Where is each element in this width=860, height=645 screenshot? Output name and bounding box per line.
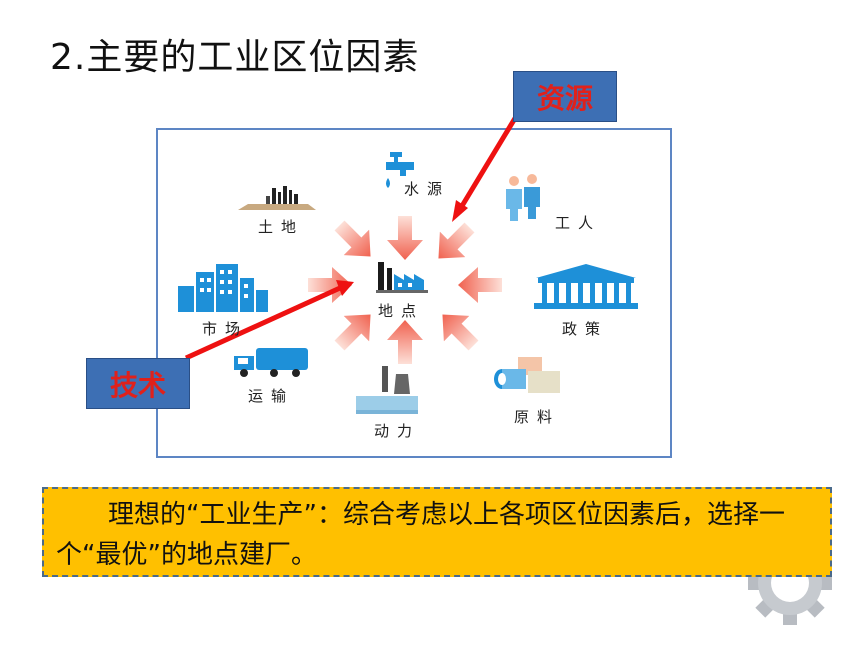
resource-arrow-head [452,200,468,222]
arrow-from-policy [458,267,502,303]
arrow-from-land [326,212,384,270]
label-market: 市场 [202,320,249,338]
pointer-arrows [184,108,523,361]
callout-technology: 技术 [86,358,190,409]
factory-icon [376,262,428,293]
label-site: 地点 [378,302,425,320]
power-plant-icon [356,366,418,414]
water-tap-icon [386,152,414,188]
label-land: 土地 [258,218,305,236]
label-water: 水源 [404,180,451,198]
government-building-icon [534,264,638,309]
truck-icon [234,348,308,377]
label-policy: 政策 [562,320,609,338]
slide-title: 2.主要的工业区位因素 [50,37,420,78]
technology-arrow-head [336,280,354,296]
callout-resource: 资源 [513,71,617,122]
city-buildings-icon [178,264,268,312]
arrow-from-raw-material [429,301,487,359]
arrow-from-water [387,216,423,260]
label-labor: 工人 [555,214,602,232]
workers-icon [506,174,540,221]
label-transport: 运输 [248,387,295,405]
arrow-from-labor [425,214,483,272]
label-raw-material: 原料 [514,408,561,426]
label-power: 动力 [374,422,421,440]
arrow-from-power [387,320,423,364]
land-factory-icon [238,186,316,210]
arrow-from-transport [326,301,384,359]
raw-material-icon [494,357,560,393]
summary-note: 理想的“工业生产”：综合考虑以上各项区位因素后，选择一个“最优”的地点建厂。 [42,487,832,577]
